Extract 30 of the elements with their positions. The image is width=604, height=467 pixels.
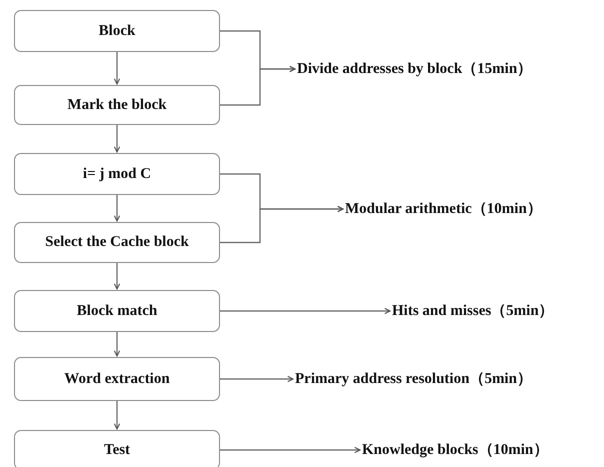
box-label: Block bbox=[98, 22, 136, 40]
box-label: Test bbox=[104, 442, 130, 458]
arrow bbox=[114, 401, 120, 430]
step-note: Modular arithmetic（10min） bbox=[345, 199, 542, 219]
box-label: Select the Cache block bbox=[45, 234, 189, 251]
process-box bbox=[14, 153, 220, 195]
arrow bbox=[220, 206, 344, 244]
arrow bbox=[114, 125, 120, 153]
step-note: Primary address resolution（5min） bbox=[295, 369, 532, 389]
arrow bbox=[114, 195, 120, 222]
arrow bbox=[220, 66, 296, 106]
process-box bbox=[14, 430, 220, 467]
arrow bbox=[114, 52, 120, 85]
process-box bbox=[14, 222, 220, 263]
box-label: Mark the block bbox=[67, 96, 167, 114]
process-box bbox=[14, 85, 220, 125]
process-box bbox=[14, 357, 220, 401]
process-box bbox=[14, 10, 220, 52]
box-label: Block match bbox=[76, 302, 158, 320]
arrow bbox=[114, 263, 120, 290]
arrow bbox=[220, 308, 391, 314]
arrow bbox=[220, 446, 361, 454]
arrow bbox=[114, 332, 120, 357]
process-box bbox=[14, 290, 220, 332]
step-note: Knowledge blocks（10min） bbox=[362, 440, 548, 460]
box-label: Word extraction bbox=[64, 370, 170, 388]
step-note: Divide addresses by block（15min） bbox=[297, 59, 532, 79]
step-note: Hits and misses（5min） bbox=[392, 301, 554, 321]
arrow bbox=[220, 376, 294, 382]
box-label: i= j mod C bbox=[82, 166, 152, 182]
